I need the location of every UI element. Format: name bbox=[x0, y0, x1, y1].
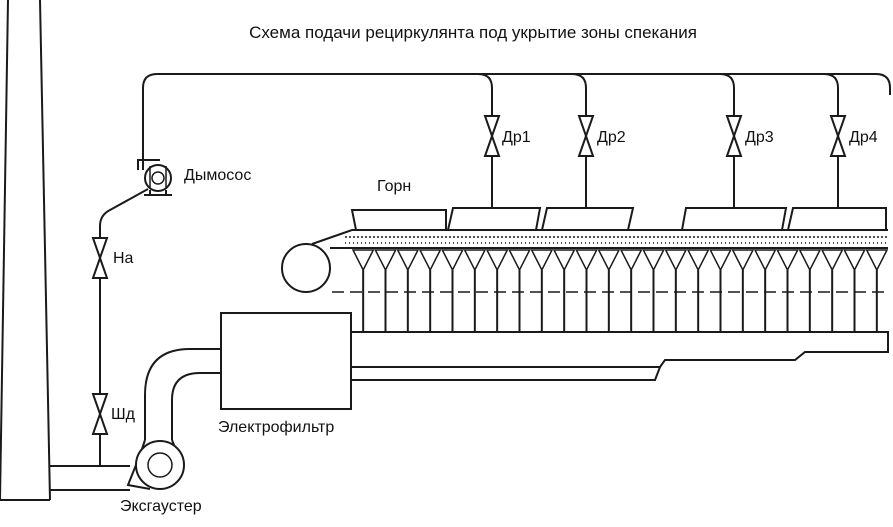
vacuum-chamber bbox=[552, 249, 576, 332]
vacuum-chamber bbox=[731, 249, 755, 332]
exhauster bbox=[126, 440, 185, 490]
valve-dr1[interactable] bbox=[483, 115, 501, 157]
vacuum-chamber bbox=[418, 249, 442, 332]
vacuum-chamber bbox=[798, 249, 822, 332]
valve-shd[interactable] bbox=[91, 393, 109, 435]
vacuum-chamber bbox=[374, 249, 397, 332]
vacuum-chamber bbox=[776, 249, 799, 332]
valve-dr4[interactable] bbox=[829, 115, 847, 157]
bypass-pipe bbox=[99, 188, 149, 466]
vacuum-chamber bbox=[619, 249, 643, 332]
vacuum-chamber bbox=[485, 249, 509, 332]
vacuum-chamber bbox=[575, 249, 598, 332]
valve-shd-label: Шд bbox=[111, 406, 136, 423]
vacuum-chambers bbox=[351, 249, 889, 332]
furnace-label: Горн bbox=[377, 178, 411, 195]
collector-duct bbox=[351, 331, 889, 381]
valve-na[interactable] bbox=[91, 237, 109, 279]
vacuum-chamber bbox=[843, 249, 866, 332]
vacuum-chamber bbox=[753, 249, 777, 332]
valve-na-label: На bbox=[113, 250, 134, 267]
diagram-title: Схема подачи рециркулянта под укрытие зо… bbox=[249, 23, 697, 42]
vacuum-chamber bbox=[686, 249, 710, 332]
vacuum-chamber bbox=[865, 249, 889, 332]
vacuum-chamber bbox=[642, 249, 665, 332]
recirculation-pipe bbox=[142, 73, 891, 210]
smoke-exhauster-label: Дымосос bbox=[184, 167, 251, 184]
vacuum-chamber bbox=[664, 249, 688, 332]
vacuum-chamber bbox=[820, 249, 844, 332]
vacuum-chamber bbox=[597, 249, 621, 332]
vacuum-chamber bbox=[396, 249, 420, 332]
electrofilter-label: Электрофильтр bbox=[218, 419, 334, 436]
valve-dr4-label: Др4 bbox=[849, 129, 878, 146]
exhauster-label: Эксгаустер bbox=[120, 498, 202, 515]
vacuum-chamber bbox=[463, 249, 487, 332]
vacuum-chamber bbox=[508, 249, 531, 332]
vacuum-chamber bbox=[441, 249, 464, 332]
vacuum-chamber bbox=[709, 249, 732, 332]
exhaust-ducts bbox=[50, 348, 221, 491]
valve-dr2-label: Др2 bbox=[597, 129, 626, 146]
furnace-hoods bbox=[350, 207, 887, 231]
valve-dr3[interactable] bbox=[725, 115, 743, 157]
valve-dr2[interactable] bbox=[577, 115, 595, 157]
valve-dr1-label: Др1 bbox=[502, 129, 531, 146]
vacuum-chamber bbox=[530, 249, 554, 332]
sinter-belt bbox=[281, 229, 888, 293]
electrofilter bbox=[220, 312, 352, 410]
smoke-exhauster bbox=[137, 159, 172, 196]
chimney bbox=[0, 0, 51, 501]
valve-dr3-label: Др3 bbox=[745, 129, 774, 146]
vacuum-chamber bbox=[351, 249, 375, 332]
